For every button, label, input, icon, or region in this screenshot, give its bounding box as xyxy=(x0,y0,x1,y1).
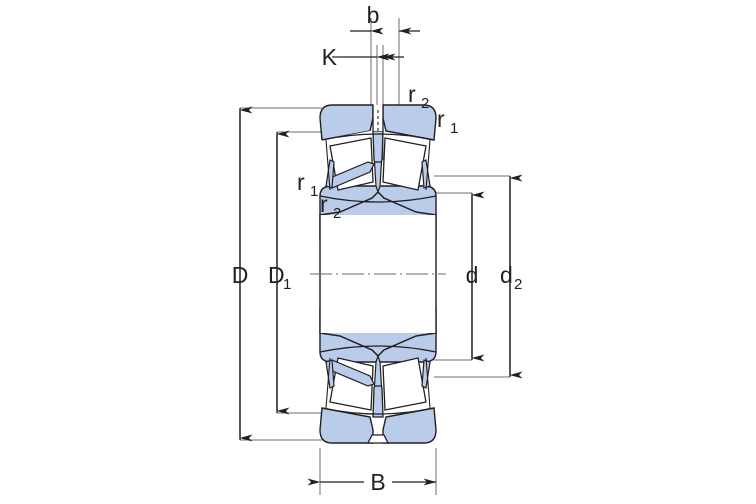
raceway-arc-top xyxy=(321,133,435,141)
inner-ring-notch xyxy=(366,434,390,444)
svg-text:2: 2 xyxy=(333,205,341,222)
outer-ring-top-left xyxy=(319,104,374,141)
bearing-assembly xyxy=(319,104,437,444)
svg-text:r: r xyxy=(437,106,445,132)
label-K: K xyxy=(322,44,338,70)
label-D1: D 1 xyxy=(268,262,291,293)
inner-raceway-arc-bottom xyxy=(319,345,437,353)
label-B: B xyxy=(370,469,385,495)
wall-detail-lines xyxy=(325,139,431,409)
dimension-lines xyxy=(239,27,523,486)
label-r2-left: r 2 xyxy=(320,191,341,222)
svg-text:d: d xyxy=(500,262,513,288)
svg-text:2: 2 xyxy=(514,276,522,293)
svg-text:1: 1 xyxy=(310,183,318,200)
outer-ring-top-right xyxy=(382,104,437,141)
guide-ring-top-lower xyxy=(373,161,383,194)
outer-ring-bottom-right xyxy=(382,407,437,444)
label-d: d xyxy=(466,262,479,288)
label-D: D xyxy=(232,262,249,288)
inner-raceway-arc-top xyxy=(319,195,437,203)
roller-top-right xyxy=(382,137,427,191)
raceway-arc-bottom xyxy=(321,407,435,415)
guide-ring-bottom-lower xyxy=(373,354,383,387)
svg-text:r: r xyxy=(320,191,328,217)
label-r1-left: r 1 xyxy=(297,169,318,200)
svg-text:r: r xyxy=(408,81,416,107)
label-b: b xyxy=(367,2,380,28)
label-r2-top: r 2 xyxy=(408,81,429,112)
roller-bottom-right xyxy=(382,357,427,411)
svg-text:1: 1 xyxy=(450,120,458,137)
svg-text:1: 1 xyxy=(283,276,291,293)
label-d2: d 2 xyxy=(500,262,522,293)
svg-text:r: r xyxy=(297,169,305,195)
label-r1-top: r 1 xyxy=(437,106,458,137)
svg-text:D: D xyxy=(268,262,285,288)
outer-ring-bottom-left xyxy=(319,407,374,444)
svg-text:2: 2 xyxy=(421,95,429,112)
